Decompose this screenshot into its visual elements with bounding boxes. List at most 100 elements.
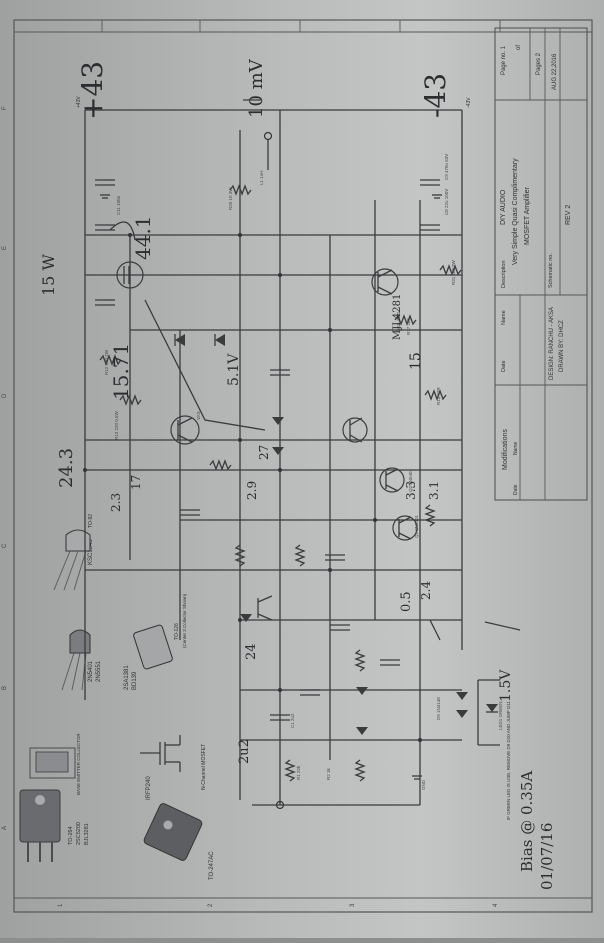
part-ksc1845: KSC1845	[88, 539, 94, 565]
to264-part-1: 2SC5200	[76, 822, 82, 845]
sheet-border	[13, 19, 593, 913]
capacitor-c1	[270, 714, 290, 721]
title-description-3: MOSFET Amplifier	[524, 187, 531, 245]
hand-15: 15	[408, 352, 424, 370]
capacitor-c8	[420, 179, 440, 186]
diode-d4	[356, 727, 368, 735]
resistor-r17	[394, 314, 417, 326]
capacitor-c5	[180, 509, 200, 516]
hand-1-5v: 1.5V	[498, 669, 514, 702]
transistor-q4	[170, 415, 200, 445]
row-label-3: 3	[350, 903, 356, 907]
part-2n5551: 2N5551	[96, 660, 102, 682]
capacitor-c3	[325, 554, 345, 561]
diode-d10	[456, 710, 468, 718]
col-label-c: C	[2, 543, 8, 548]
label-r1: R1 22k	[296, 765, 301, 780]
title-mod-date: Date	[513, 484, 519, 495]
title-col-date: Date	[501, 360, 507, 372]
capacitor-c12	[95, 299, 115, 306]
hand-10mv: 10 mV	[246, 58, 267, 118]
to92-icon-left	[61, 629, 91, 691]
resistor-r16	[209, 459, 232, 471]
hand-minus43: -43	[419, 73, 452, 118]
to247-package-icon	[143, 803, 203, 861]
title-schematic-label: Schematic no.	[548, 253, 554, 288]
label-gnd: GND	[421, 779, 426, 790]
hand-15w: 15 W	[39, 254, 58, 296]
capacitor-c2	[300, 689, 320, 696]
title-rev: REV 2	[565, 205, 572, 225]
transistor-q5	[257, 595, 273, 621]
col-label-e: E	[2, 246, 8, 250]
hand-2-3: 2.3	[109, 493, 123, 512]
capacitor-c10	[95, 179, 115, 186]
ground-icon	[100, 194, 110, 199]
resistor-r1	[284, 759, 296, 782]
pin-labels: BASE EMITTER COLLECTOR	[76, 733, 81, 795]
resistor-r9	[234, 544, 246, 567]
label-d9: D9 1N4148	[436, 697, 441, 720]
hand-2-9: 2.9	[245, 481, 259, 500]
neg-rail-label: -43V	[466, 97, 472, 108]
label-q1: Q1 2N5401	[414, 514, 419, 538]
row-label-1: 1	[58, 903, 64, 907]
hand-3-3: 3.3	[404, 481, 418, 500]
hand-2-7: 27	[257, 445, 271, 460]
part-2sa1381: 2SA1381	[124, 665, 130, 690]
label-r17: R17 2k2	[406, 318, 411, 335]
diode-d3	[356, 687, 368, 695]
pos-rail-label: +43V	[76, 96, 82, 108]
part-2n5401: 2N5401	[88, 660, 94, 682]
to92-icon-right	[53, 529, 91, 591]
label-r31: R31 2k2 3W	[451, 259, 456, 285]
resistor-r20	[229, 184, 252, 196]
label-c9: C9 470u 63V	[444, 154, 449, 180]
title-description-2: Very Simple Quasi Complimentary	[512, 158, 519, 265]
hand-2u2: 2u2	[237, 739, 252, 764]
label-r14: R14 47R	[436, 386, 441, 405]
capacitor-c9	[420, 224, 440, 231]
title-page-no: Page no. 1	[501, 45, 507, 75]
hand-3-1: 3.1	[427, 481, 441, 500]
ground-icon	[412, 775, 422, 780]
to264-package-icon	[19, 789, 61, 862]
diode-d2	[174, 334, 185, 346]
row-label-2: 2	[208, 903, 214, 907]
hand-date: 01/07/16	[538, 823, 556, 890]
col-label-d: D	[2, 393, 8, 398]
zener-d5	[240, 614, 252, 622]
label-q-out: MJL4281	[396, 311, 401, 330]
hand-15-71: 15.71	[109, 343, 133, 400]
label-r-bias: R13 220 0.5W	[114, 410, 119, 440]
to126-label: TO-126	[174, 623, 180, 640]
diode-d1	[214, 334, 225, 346]
row-label-4: 4	[493, 903, 499, 907]
circuit: +43V -43V	[76, 96, 500, 810]
output-terminal-icon[interactable]	[263, 131, 273, 141]
diode-d9	[456, 692, 468, 700]
capacitor-c11	[95, 224, 115, 231]
hand-5-1v: 5.1V	[226, 353, 242, 386]
title-pages: Pages 2	[536, 52, 542, 75]
label-r12: R12 100 1W	[104, 349, 109, 375]
led-green	[477, 679, 500, 746]
to92-label: TO-92	[88, 514, 94, 528]
title-mod-name: Name	[513, 441, 519, 455]
to264-part-2: BJL3281	[84, 823, 90, 845]
title-drawn-credit: DRAWN BY: DHCZ	[559, 320, 565, 372]
diode-d8	[272, 447, 284, 455]
n-channel-mosfet-icon	[140, 735, 181, 772]
col-label-b: B	[2, 686, 8, 690]
title-description-label: Description	[501, 260, 507, 288]
component-labels: MJL4281 R13 220 0.5W C11 100n VAS LED1 G…	[104, 154, 503, 790]
to264-label: TO-264	[68, 826, 74, 845]
diode-d7	[272, 417, 284, 425]
label-led: LED1 GREEN	[498, 701, 503, 730]
to126-note: (Center 3 Collector Shown)	[182, 593, 187, 648]
part-bd139: BD139	[132, 671, 138, 690]
inductor-l1: L1 1uH	[259, 170, 264, 185]
to126-icon	[133, 624, 173, 670]
